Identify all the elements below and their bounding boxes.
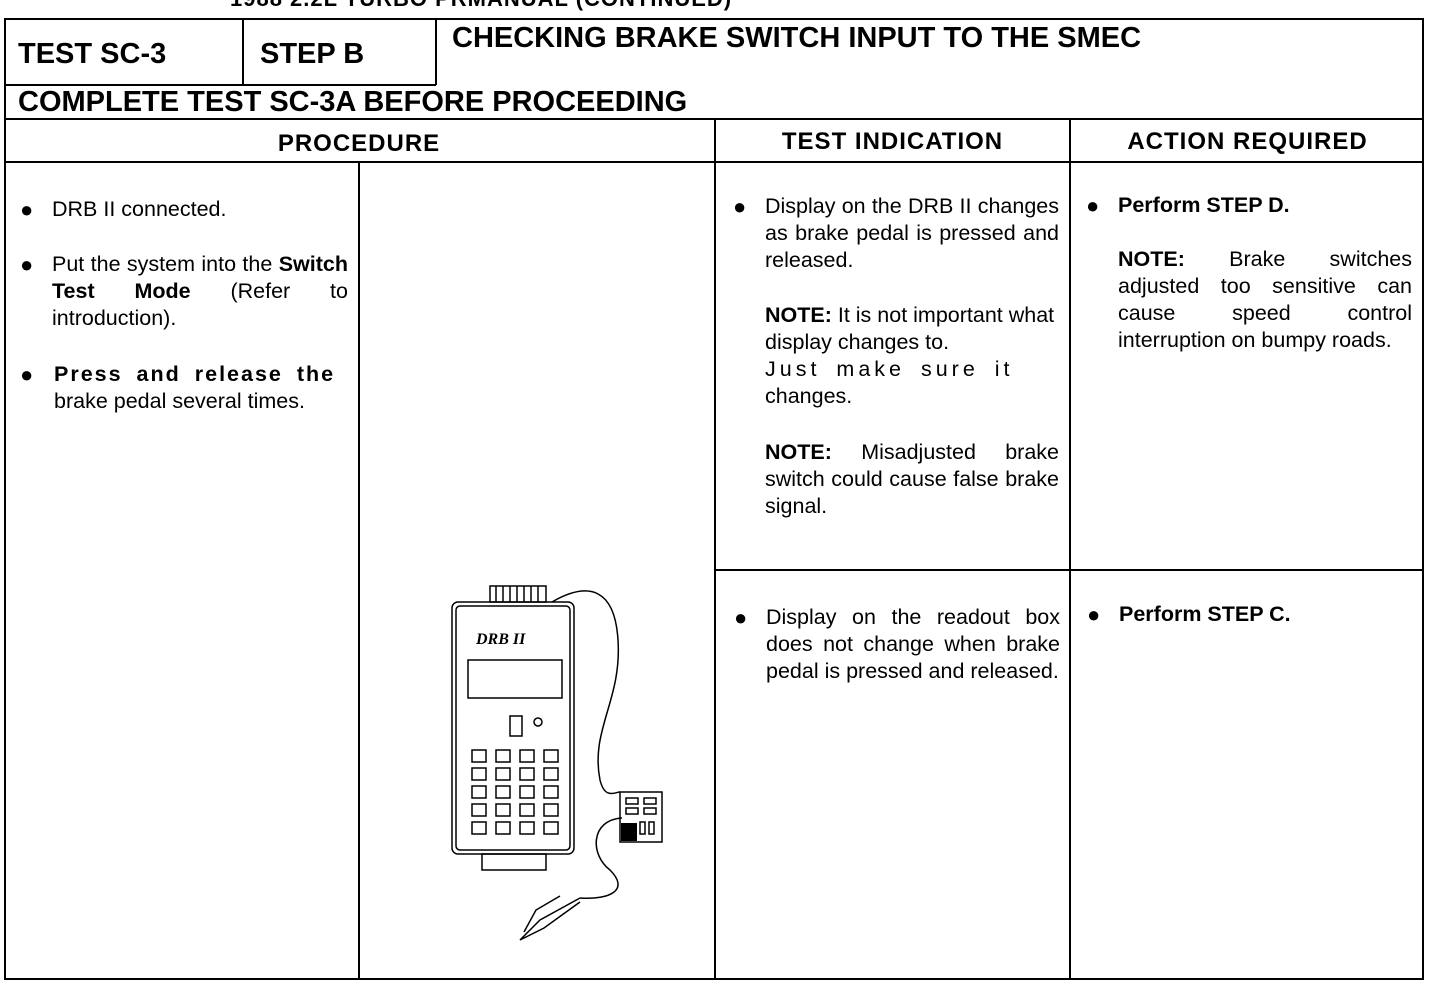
indication-note: NOTE: Misadjusted brake switch could cau… <box>765 440 1059 518</box>
divider <box>714 118 716 980</box>
action-item: ● Perform STEP C. <box>1087 602 1291 627</box>
action-item: ● Perform STEP D. <box>1086 193 1290 218</box>
test-label: TEST SC-3 <box>18 38 167 70</box>
indication-note: NOTE: It is not important what display c… <box>765 303 1055 408</box>
divider <box>4 84 436 86</box>
bullet-icon: ● <box>20 197 34 222</box>
procedure-item: ● Put the system into the Switch Test Mo… <box>20 252 348 330</box>
cut-off-header: 1988 2.2L TURBO PRMANUAL (CONTINUED) <box>230 0 732 12</box>
divider <box>358 162 360 980</box>
indication-item: ● Display on the readout box does not ch… <box>734 605 1060 683</box>
procedure-item: ● Press and release the brake pedal seve… <box>20 362 336 413</box>
action-required-header: ACTION REQUIRED <box>1127 128 1368 155</box>
bullet-icon: ● <box>1086 193 1100 218</box>
divider <box>1069 118 1071 980</box>
prerequisite-note: COMPLETE TEST SC-3A BEFORE PROCEEDING <box>18 86 688 118</box>
bullet-icon: ● <box>20 252 34 277</box>
action-note: NOTE: Brake switches adjusted too sensit… <box>1118 247 1412 352</box>
divider <box>435 18 437 85</box>
bullet-icon: ● <box>734 605 748 630</box>
divider <box>716 569 1424 571</box>
procedure-header: PROCEDURE <box>277 130 441 157</box>
indication-item: ● Display on the DRB II changes as brake… <box>733 194 1059 272</box>
divider <box>242 18 244 85</box>
device-label: DRB II <box>475 631 526 648</box>
procedure-item: ● DRB II connected. <box>20 197 227 222</box>
test-indication-header: TEST INDICATION <box>781 128 1004 155</box>
bullet-icon: ● <box>1087 602 1101 627</box>
page-title: CHECKING BRAKE SWITCH INPUT TO THE SMEC <box>452 22 1142 54</box>
bullet-icon: ● <box>733 194 747 219</box>
bullet-icon: ● <box>20 362 34 387</box>
drb-ii-device-illustration: DRB II <box>440 580 700 950</box>
step-label: STEP B <box>260 38 365 70</box>
